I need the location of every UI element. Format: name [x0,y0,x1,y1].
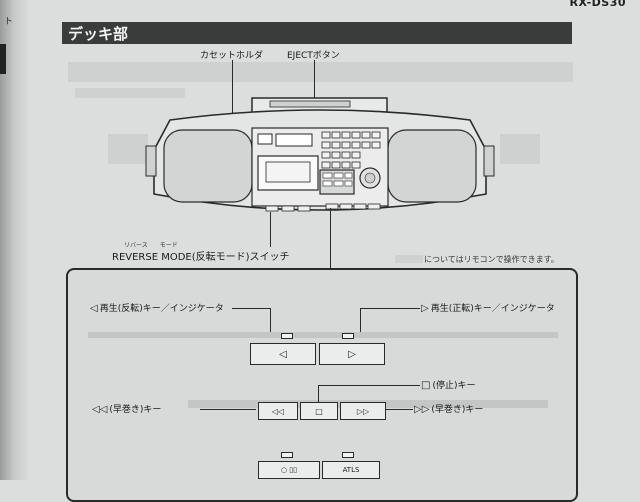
fast-forward-leader [386,409,413,410]
forward-play-indicator [342,333,354,339]
pause-button[interactable]: ○ ▯▯ [258,461,320,479]
reverse-mode-label: REVERSE MODE(反転モード)スイッチ [112,252,290,263]
rewind-text: (早巻き)キー [109,405,162,415]
pause-key-icon: ○ ▯▯ [280,466,298,474]
cassette-holder-label: カセットホルダ [200,51,264,61]
rewind-key-icon: ◁◁ [271,406,285,416]
bleed-through-block [108,134,148,164]
reverse-play-button[interactable]: ◁ [250,343,316,365]
reverse-play-leader [232,308,270,309]
eject-button-label: EJECTボタン [287,51,340,61]
section-title: デッキ部 [68,25,129,43]
reverse-triangle-icon: ◁ [90,303,98,314]
forward-triangle-icon: ▷ [421,303,429,314]
binding-mark: ト [4,17,14,27]
rewind-button[interactable]: ◁◁ [258,402,298,420]
rewind-leader [200,409,256,410]
bottom-right-indicator [342,452,354,458]
reverse-play-indicator [281,333,293,339]
reverse-mode-ruby: リバース モード [124,242,178,249]
forward-play-leader [360,308,420,309]
fast-forward-button[interactable]: ▷▷ [340,402,386,420]
panel-leader [330,208,331,270]
atls-key-label: ATLS [342,466,360,474]
forward-play-text: 再生(正転)キー／インジケータ [430,304,555,314]
section-header: デッキ部 [62,22,572,44]
page-binding-shadow [0,0,30,480]
forward-play-button[interactable]: ▷ [319,343,385,365]
rewind-label: ◁◁(早巻き)キー [92,402,161,415]
rewind-icon: ◁◁ [92,404,108,415]
forward-play-label: ▷再生(正転)キー／インジケータ [421,301,555,314]
forward-play-leader-v [360,308,361,332]
stop-leader-v [318,385,319,403]
stop-text: (停止)キー [432,381,476,391]
reverse-play-leader-v [270,308,271,332]
model-number: RX-DS30 [569,0,626,9]
atls-button[interactable]: ATLS [322,461,380,479]
bottom-left-indicator [281,452,293,458]
remote-note: についてはリモコンで操作できます。 [424,255,559,264]
stop-leader [318,385,420,386]
stop-button[interactable]: □ [300,402,338,420]
boombox-illustration [145,97,495,212]
bleed-through-block [395,255,423,263]
bleed-through-block [68,62,573,82]
fast-forward-text: (早巻き)キー [431,405,484,415]
stop-key-icon: □ [315,406,323,416]
fast-forward-key-icon: ▷▷ [356,406,370,416]
fast-forward-icon: ▷▷ [414,404,430,415]
reverse-play-label: ◁再生(反転)キー／インジケータ [90,301,224,314]
reverse-play-icon: ◁ [279,348,287,360]
reverse-mode-leader [270,212,271,247]
bleed-through-block [500,134,540,164]
stop-label: □(停止)キー [421,378,475,391]
stop-square-icon: □ [421,380,431,391]
forward-play-icon: ▷ [348,348,356,360]
bleed-through-block [88,332,558,338]
fast-forward-label: ▷▷(早巻き)キー [414,402,483,415]
bleed-through-block [75,88,185,98]
binding-bar [0,44,6,74]
reverse-play-text: 再生(反転)キー／インジケータ [99,304,224,314]
